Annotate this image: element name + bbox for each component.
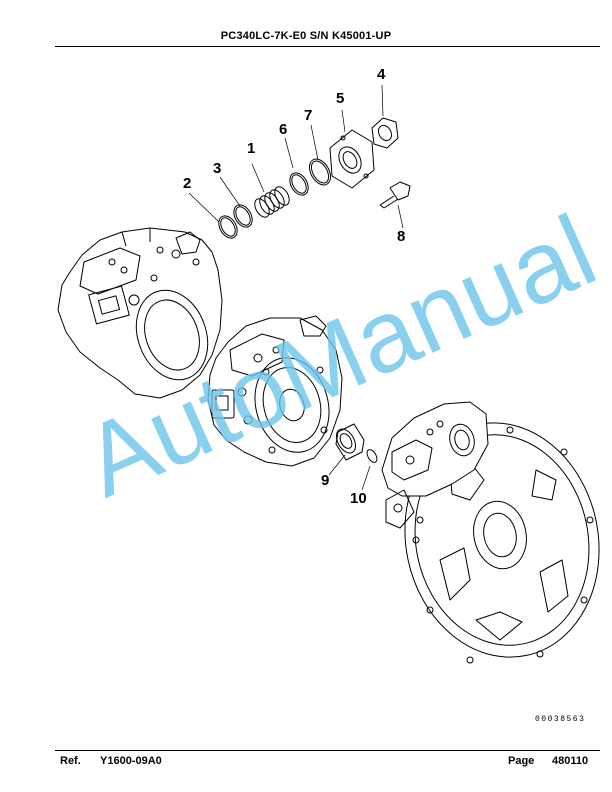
header-divider [55, 46, 600, 47]
o-ring-2 [218, 215, 238, 239]
callout-10: 10 [350, 490, 367, 507]
callout-1: 1 [247, 140, 256, 157]
middle-pump-housing [207, 315, 343, 467]
page-title: PC340LC-7K-E0 S/N K45001-UP [220, 30, 392, 42]
flywheel-housing [381, 401, 600, 664]
left-pump-housing [57, 227, 223, 399]
callout-2: 2 [183, 175, 192, 192]
footer-page-value: 480110 [552, 755, 589, 767]
nut-4 [371, 117, 399, 149]
footer-ref-value: Y1600-09A0 [100, 755, 162, 767]
callout-4: 4 [377, 66, 386, 83]
flange-5 [329, 129, 375, 189]
callout-7: 7 [304, 107, 313, 124]
footer-ref-label: Ref. [60, 755, 81, 767]
bolt-8 [379, 181, 411, 209]
footer-divider [55, 750, 600, 751]
figure-number: 00038563 [535, 715, 586, 724]
leader-lines [188, 84, 404, 491]
callout-6: 6 [279, 121, 288, 138]
footer-page-label: Page [508, 755, 535, 767]
callout-3: 3 [213, 160, 222, 177]
o-ring-3 [233, 204, 253, 228]
o-ring-7 [309, 158, 331, 186]
coupling-9 [335, 423, 365, 461]
callout-8: 8 [397, 228, 406, 245]
snap-ring-10 [366, 449, 378, 463]
callout-5: 5 [336, 90, 345, 107]
spring-1 [254, 186, 290, 218]
o-ring-6 [289, 172, 309, 196]
callout-9: 9 [321, 472, 330, 489]
